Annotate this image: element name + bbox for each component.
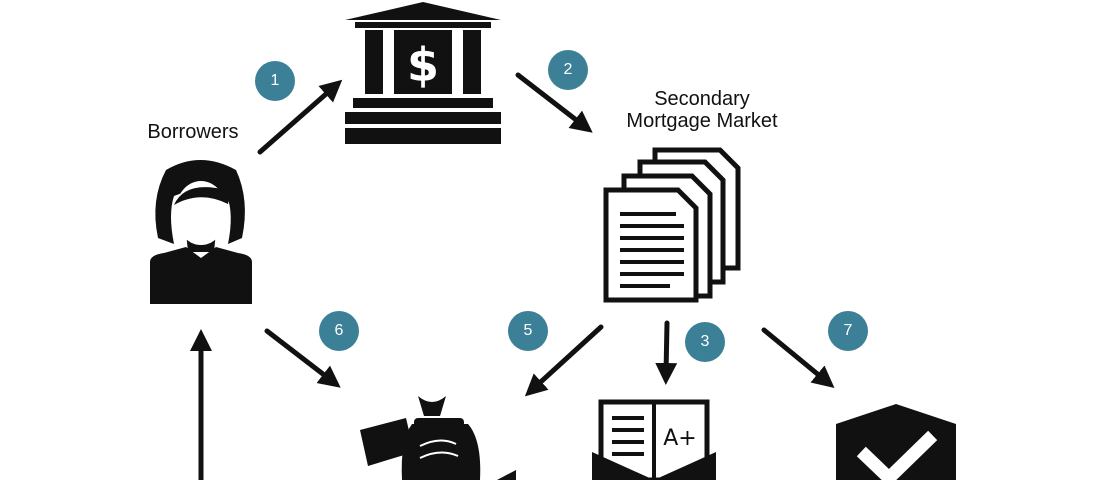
arrow-market-to-moneybag xyxy=(524,324,604,397)
rating-envelope-icon: A+ xyxy=(592,399,716,480)
arrow-borrowers-to-moneybag xyxy=(264,328,341,388)
arrow-market-to-rating xyxy=(655,320,678,385)
bank-icon: $ xyxy=(345,2,501,144)
step-badge-7: 7 xyxy=(828,311,868,351)
shield-check-icon xyxy=(836,404,956,480)
step-badge-1: 1 xyxy=(255,61,295,101)
step-badge-2: 2 xyxy=(548,50,588,90)
arrow-borrowers-to-bank xyxy=(257,79,343,155)
arrow-bank-to-market xyxy=(515,72,593,133)
person-icon xyxy=(150,160,252,304)
arrow-market-to-shield xyxy=(761,327,835,388)
arrow-rating-to-moneybag-partial xyxy=(497,470,516,480)
step-badge-6: 6 xyxy=(319,311,359,351)
secondary-market-label-line2: Mortgage Market xyxy=(626,110,778,132)
svg-text:$: $ xyxy=(407,38,439,92)
secondary-market-label-line1: Secondary xyxy=(654,88,750,110)
step-badge-5: 5 xyxy=(508,311,548,351)
money-bag-icon xyxy=(360,396,481,480)
rating-text: A+ xyxy=(663,426,696,451)
borrowers-label: Borrowers xyxy=(147,121,239,143)
step-badge-3: 3 xyxy=(685,322,725,362)
documents-icon xyxy=(603,147,741,303)
